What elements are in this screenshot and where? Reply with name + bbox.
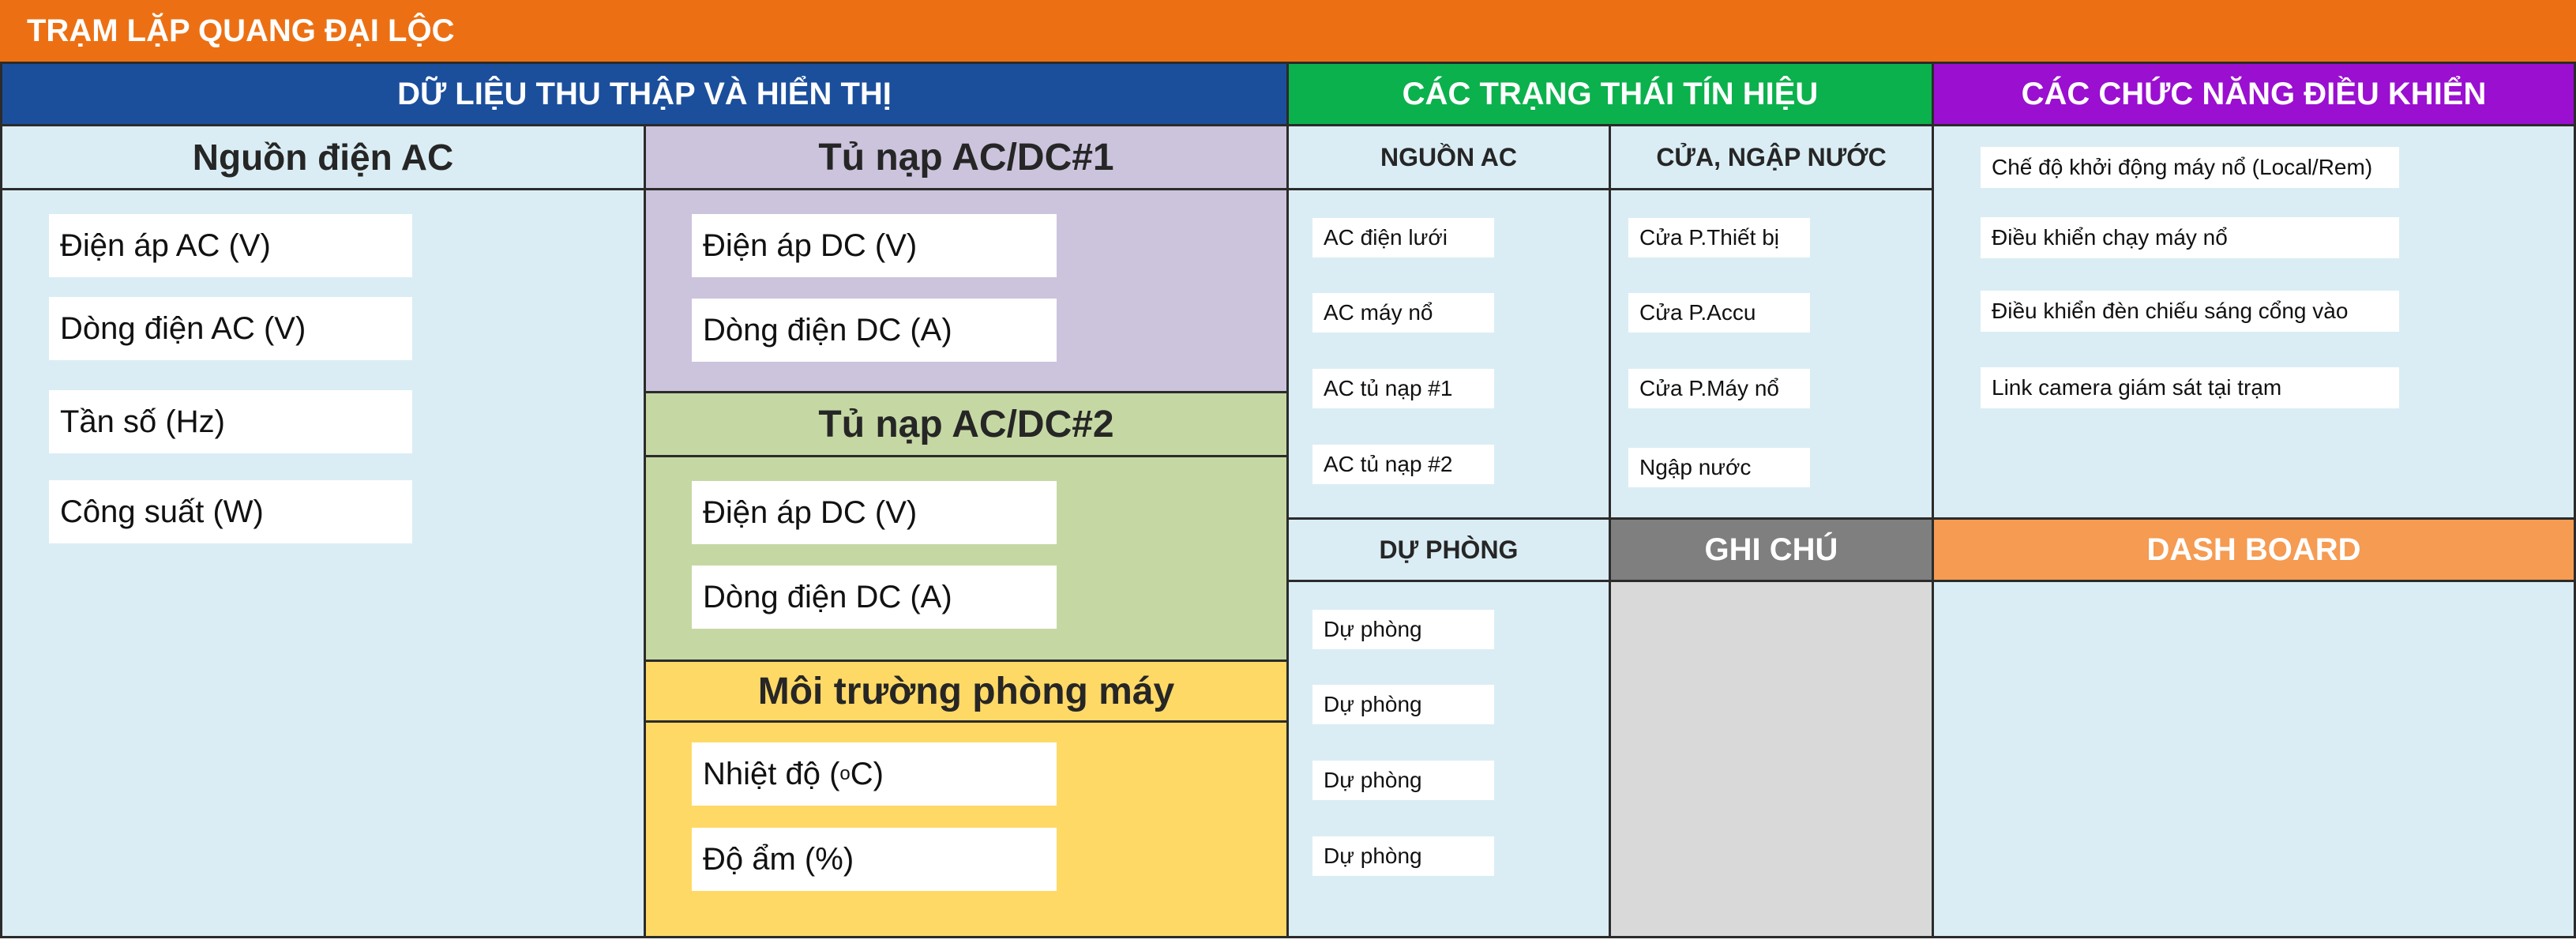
reserve-title: DỰ PHÒNG — [1286, 517, 1611, 582]
control-section-header: CÁC CHỨC NĂNG ĐIỀU KHIỂN — [1932, 62, 2576, 126]
humidity-field: Độ ẩm (%) — [692, 828, 1057, 891]
ac-source-title: NGUỒN AC — [1286, 124, 1611, 190]
battery-room-door-status: Cửa P.Accu — [1628, 293, 1810, 333]
note-panel — [1609, 580, 1934, 938]
dashboard-title: DASH BOARD — [1932, 517, 2576, 582]
ac-grid-status: AC điện lưới — [1312, 218, 1494, 257]
ac-voltage-field: Điện áp AC (V) — [49, 214, 412, 277]
note-title: GHI CHÚ — [1609, 517, 1934, 582]
data-section-header: DỮ LIỆU THU THẬP VÀ HIỂN THỊ — [0, 62, 1289, 126]
equipment-room-door-status: Cửa P.Thiết bị — [1628, 218, 1810, 257]
charger2-dc-current-field: Dòng điện DC (A) — [692, 566, 1057, 629]
flood-status: Ngập nước — [1628, 448, 1810, 487]
dashboard-panel — [1932, 580, 2576, 938]
ac-power-field: Công suất (W) — [49, 480, 412, 543]
signal-section-header: CÁC TRẠNG THÁI TÍN HIỆU — [1286, 62, 1934, 126]
reserve-item: Dự phòng — [1312, 685, 1494, 724]
gate-light-control-button[interactable]: Điều khiển đèn chiếu sáng cổng vào — [1981, 291, 2399, 332]
charger1-title: Tủ nạp AC/DC#1 — [644, 124, 1289, 190]
ac-power-title: Nguồn điện AC — [0, 124, 646, 190]
charger1-dc-current-field: Dòng điện DC (A) — [692, 299, 1057, 362]
temperature-label-prefix: Nhiệt độ ( — [703, 756, 840, 791]
reserve-item: Dự phòng — [1312, 610, 1494, 649]
generator-start-mode-button[interactable]: Chế độ khởi động máy nổ (Local/Rem) — [1981, 147, 2399, 188]
ac-current-field: Dòng điện AC (V) — [49, 297, 412, 360]
charger2-dc-voltage-field: Điện áp DC (V) — [692, 481, 1057, 544]
temperature-label-suffix: C) — [850, 756, 884, 791]
ac-frequency-field: Tần số (Hz) — [49, 390, 412, 453]
charger2-title: Tủ nạp AC/DC#2 — [644, 391, 1289, 457]
ac-generator-status: AC máy nổ — [1312, 293, 1494, 333]
ac-charger1-status: AC tủ nạp #1 — [1312, 369, 1494, 408]
temperature-label-superscript: o — [839, 763, 851, 784]
door-flood-title: CỬA, NGẬP NƯỚC — [1609, 124, 1934, 190]
ac-charger2-status: AC tủ nạp #2 — [1312, 445, 1494, 484]
camera-link[interactable]: Link camera giám sát tại trạm — [1981, 367, 2399, 408]
generator-room-door-status: Cửa P.Máy nổ — [1628, 369, 1810, 408]
app-title-bar: TRẠM LẶP QUANG ĐẠI LỘC — [0, 0, 2576, 62]
app-title: TRẠM LẶP QUANG ĐẠI LỘC — [27, 13, 455, 48]
reserve-item: Dự phòng — [1312, 761, 1494, 800]
charger1-dc-voltage-field: Điện áp DC (V) — [692, 214, 1057, 277]
generator-run-control-button[interactable]: Điều khiển chạy máy nổ — [1981, 217, 2399, 258]
reserve-item: Dự phòng — [1312, 836, 1494, 876]
environment-title: Môi trường phòng máy — [644, 660, 1289, 723]
